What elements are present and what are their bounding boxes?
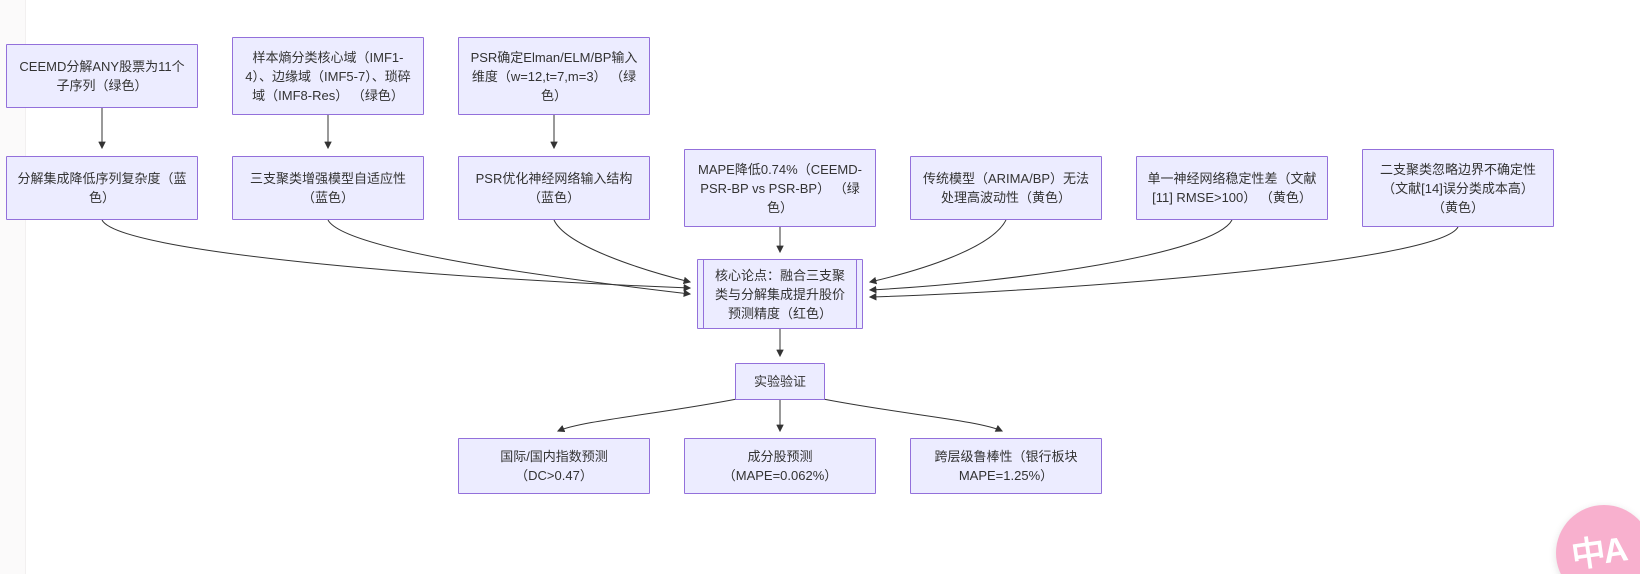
- node-stock-prediction: 成分股预测（MAPE=0.062%）: [684, 438, 876, 494]
- node-label: 分解集成降低序列复杂度（蓝色）: [17, 171, 187, 205]
- edge-twoway-core: [868, 226, 1459, 301]
- node-label: 传统模型（ARIMA/BP）无法处理高波动性（黄色）: [922, 171, 1090, 205]
- node-label: MAPE降低0.74%（CEEMD-PSR-BP vs PSR-BP） （绿色）: [698, 161, 862, 215]
- node-cross-level-robustness: 跨层级鲁棒性（银行板块 MAPE=1.25%）: [910, 438, 1102, 494]
- edge-singlenn-core: [868, 219, 1233, 294]
- node-traditional-model-limit: 传统模型（ARIMA/BP）无法处理高波动性（黄色）: [910, 156, 1102, 220]
- node-label: 实验验证: [753, 374, 806, 389]
- edge-decomp-core: [101, 219, 692, 292]
- node-index-prediction: 国际/国内指数预测（DC>0.47）: [458, 438, 650, 494]
- node-label: 单一神经网络稳定性差（文献[11] RMSE>100） （黄色）: [1147, 171, 1317, 205]
- node-decomposition-benefit: 分解集成降低序列复杂度（蓝色）: [6, 156, 198, 220]
- edge-trad-core: [868, 219, 1007, 285]
- node-experiment-validation: 实验验证: [735, 363, 825, 400]
- node-label: PSR优化神经网络输入结构（蓝色）: [475, 171, 633, 205]
- node-label: 二支聚类忽略边界不确定性（文献[14]误分类成本高）（黄色）: [1379, 161, 1536, 215]
- node-core-thesis: 核心论点：融合三支聚类与分解集成提升股价预测精度（红色）: [697, 259, 863, 329]
- node-label: 三支聚类增强模型自适应性（蓝色）: [249, 171, 406, 205]
- node-single-nn-instability: 单一神经网络稳定性差（文献[11] RMSE>100） （黄色）: [1136, 156, 1328, 220]
- translate-badge-button[interactable]: 中A: [1556, 505, 1640, 574]
- node-sample-entropy: 样本熵分类核心域（IMF1-4）、边缘域（IMF5-7）、琐碎域（IMF8-Re…: [232, 37, 424, 115]
- edge-experiment-index: [556, 397, 743, 432]
- node-two-way-clustering-limit: 二支聚类忽略边界不确定性（文献[14]误分类成本高）（黄色）: [1362, 149, 1554, 227]
- edge-threeway-core: [327, 219, 692, 297]
- node-label: 样本熵分类核心域（IMF1-4）、边缘域（IMF5-7）、琐碎域（IMF8-Re…: [245, 49, 411, 103]
- node-label: CEEMD分解ANY股票为11个子序列（绿色）: [19, 59, 185, 93]
- node-label: 核心论点：融合三支聚类与分解集成提升股价预测精度（红色）: [714, 267, 845, 321]
- node-three-way-clustering: 三支聚类增强模型自适应性（蓝色）: [232, 156, 424, 220]
- node-label: 成分股预测（MAPE=0.062%）: [722, 449, 838, 483]
- node-ceemd-decomposition: CEEMD分解ANY股票为11个子序列（绿色）: [6, 44, 198, 108]
- node-psr-optimization: PSR优化神经网络输入结构（蓝色）: [458, 156, 650, 220]
- node-label: 跨层级鲁棒性（银行板块 MAPE=1.25%）: [934, 449, 1078, 483]
- node-mape-reduction: MAPE降低0.74%（CEEMD-PSR-BP vs PSR-BP） （绿色）: [684, 149, 876, 227]
- node-label: 国际/国内指数预测（DC>0.47）: [500, 449, 608, 483]
- translate-icon: 中A: [1568, 529, 1629, 574]
- edge-psropt-core: [553, 219, 692, 285]
- edge-experiment-robust: [817, 397, 1004, 432]
- node-psr-input-dimension: PSR确定Elman/ELM/BP输入维度（w=12,t=7,m=3） （绿色）: [458, 37, 650, 115]
- node-label: PSR确定Elman/ELM/BP输入维度（w=12,t=7,m=3） （绿色）: [470, 49, 638, 103]
